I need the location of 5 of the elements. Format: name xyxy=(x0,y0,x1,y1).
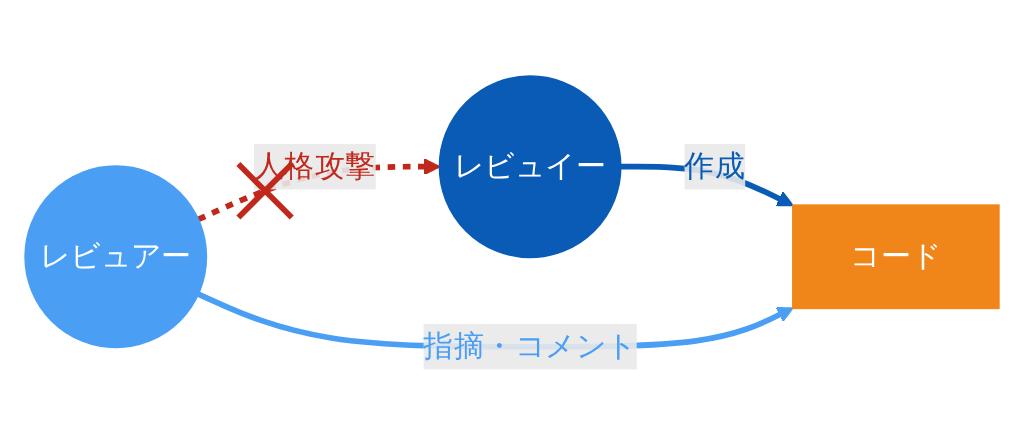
node-box: コード xyxy=(792,204,1000,310)
edge-label: 指摘・コメント xyxy=(423,327,637,364)
node-circle: レビュアー xyxy=(24,165,208,349)
edge-label: 作成 xyxy=(684,147,746,184)
node-circle: レビュイー xyxy=(438,75,622,259)
